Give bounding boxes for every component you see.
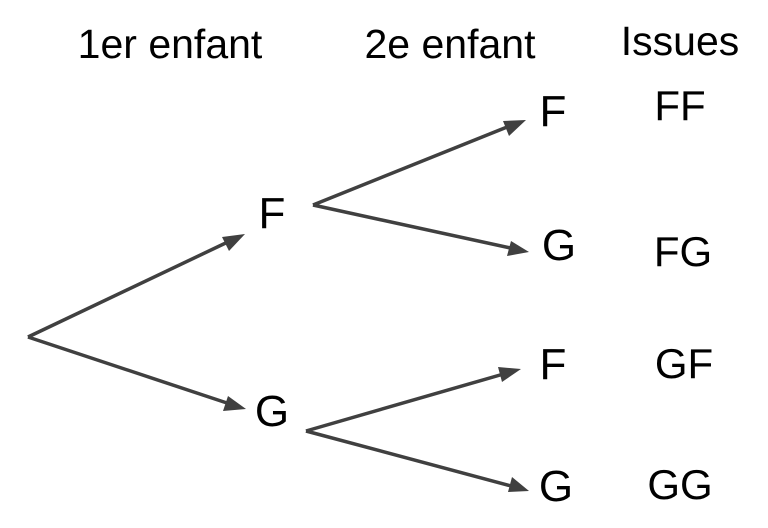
outcome-gg: GG [647, 461, 712, 508]
node-second-child-gf: F [540, 340, 567, 389]
node-second-child-fg: G [542, 221, 576, 270]
outcome-gf: GF [655, 340, 713, 387]
header-outcomes: Issues [621, 18, 740, 64]
header-first-child: 1er enfant [78, 21, 263, 67]
branch-root-to-g [27, 335, 234, 407]
node-first-child-g: G [255, 387, 289, 436]
outcome-ff: FF [654, 82, 705, 129]
arrowhead-g-to-g [508, 477, 529, 492]
node-second-child-ff: F [540, 87, 567, 136]
node-first-child-f: F [259, 189, 286, 238]
arrowhead-f-to-f [503, 120, 526, 136]
branch-g-to-f [305, 371, 508, 433]
branch-g-to-g [305, 429, 516, 489]
outcome-fg: FG [654, 228, 712, 275]
node-second-child-gg: G [539, 462, 573, 511]
arrowhead-g-to-f [498, 367, 521, 382]
branches-level2 [305, 120, 529, 492]
arrowhead-root-to-g [223, 396, 246, 411]
arrowhead-root-to-f [222, 234, 245, 251]
branch-root-to-f [27, 238, 233, 339]
branch-f-to-f [312, 123, 513, 207]
arrowhead-f-to-g [507, 241, 529, 256]
branches-level1 [27, 234, 246, 411]
header-second-child: 2e enfant [365, 21, 537, 67]
branch-f-to-g [312, 203, 516, 251]
